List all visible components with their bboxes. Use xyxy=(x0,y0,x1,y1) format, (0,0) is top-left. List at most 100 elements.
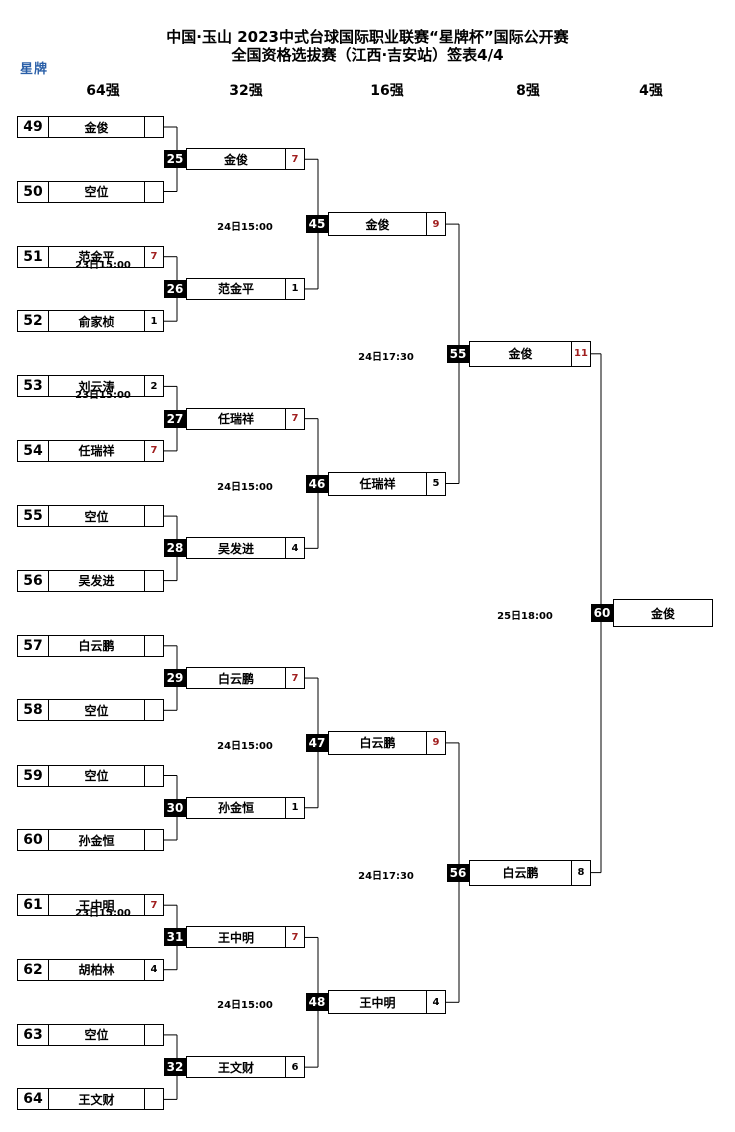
player-name: 金俊 xyxy=(223,152,248,167)
r64-slot: 49 金俊 xyxy=(17,116,164,138)
r32-slot: 孙金恒 1 xyxy=(186,796,305,819)
score-cell: 5 xyxy=(426,472,445,495)
match-number-badge: 60 xyxy=(591,604,613,623)
score-cell: 7 xyxy=(285,149,304,170)
seed-number: 63 xyxy=(18,1024,49,1045)
score-cell xyxy=(144,1024,163,1045)
player-name: 空位 xyxy=(84,1028,109,1043)
seed-number: 49 xyxy=(18,117,49,137)
r8-slot: 白云鹏 8 xyxy=(469,859,591,886)
r64-slot: 58 空位 xyxy=(17,699,164,722)
score-cell: 1 xyxy=(285,278,304,299)
match-number-badge: 48 xyxy=(306,993,328,1012)
score-cell xyxy=(144,765,163,786)
score-cell xyxy=(144,700,163,721)
player-name: 金俊 xyxy=(650,606,675,621)
seed-number: 53 xyxy=(18,376,49,397)
match-time: 24日17:30 xyxy=(358,351,414,363)
seed-number: 56 xyxy=(18,570,49,591)
match-number-badge: 32 xyxy=(164,1058,186,1077)
r64-slot: 56 吴发进 xyxy=(17,569,164,592)
score-cell: 4 xyxy=(144,959,163,980)
title-line-1: 中国·玉山 2023中式台球国际职业联赛“星牌杯”国际公开赛 xyxy=(166,28,569,46)
score-cell: 1 xyxy=(285,797,304,818)
score-cell: 7 xyxy=(144,895,163,916)
r64-slot: 53 刘云涛 2 xyxy=(17,375,164,398)
score-cell: 8 xyxy=(571,860,590,885)
player-name: 空位 xyxy=(84,509,109,524)
player-name: 范金平 xyxy=(78,250,115,265)
seed-number: 58 xyxy=(18,700,49,721)
score-cell xyxy=(144,570,163,591)
match-time: 24日15:00 xyxy=(217,1000,273,1012)
score-cell: 7 xyxy=(285,408,304,429)
score-cell: 4 xyxy=(285,538,304,559)
score-cell xyxy=(144,635,163,656)
player-name: 俞家桢 xyxy=(78,314,115,329)
player-name: 任瑞祥 xyxy=(217,412,254,427)
player-name: 吴发进 xyxy=(78,574,115,589)
score-cell xyxy=(144,1089,163,1110)
round-header-4: 4强 xyxy=(639,83,663,99)
player-name: 金俊 xyxy=(508,347,533,362)
match-number-badge: 45 xyxy=(306,215,328,234)
r32-slot: 金俊 7 xyxy=(186,148,305,171)
score-cell xyxy=(144,117,163,137)
r32-slot: 王文财 6 xyxy=(186,1056,305,1079)
match-time: 24日15:00 xyxy=(217,222,273,234)
player-name: 金俊 xyxy=(84,120,109,135)
match-time: 23日15:00 xyxy=(75,908,131,920)
round-header-32: 32强 xyxy=(229,83,263,99)
player-name: 孙金恒 xyxy=(78,833,115,848)
seed-number: 51 xyxy=(18,246,49,267)
title-line-2: 全国资格选拔赛（江西·吉安站）签表4/4 xyxy=(231,46,504,64)
match-time: 24日15:00 xyxy=(217,481,273,493)
score-cell: 9 xyxy=(426,213,445,236)
player-name: 王中明 xyxy=(217,930,254,945)
player-name: 白云鹏 xyxy=(502,866,539,881)
r64-slot: 59 空位 xyxy=(17,764,164,787)
score-cell: 6 xyxy=(285,1057,304,1078)
player-name: 王文财 xyxy=(217,1060,254,1075)
player-name: 空位 xyxy=(84,185,109,199)
player-name: 胡柏林 xyxy=(78,963,115,978)
player-name: 吴发进 xyxy=(217,541,254,556)
round-header-8: 8强 xyxy=(516,83,540,99)
player-name: 刘云涛 xyxy=(78,379,115,394)
player-name: 空位 xyxy=(84,769,109,783)
score-cell: 4 xyxy=(426,991,445,1014)
match-time: 25日18:00 xyxy=(497,611,553,623)
score-cell: 7 xyxy=(285,927,304,948)
seed-number: 64 xyxy=(18,1089,49,1110)
player-name: 王文财 xyxy=(78,1092,115,1107)
r64-slot: 63 空位 xyxy=(17,1023,164,1046)
match-number-badge: 47 xyxy=(306,733,328,752)
score-cell: 2 xyxy=(144,376,163,397)
seed-number: 55 xyxy=(18,506,49,527)
player-name: 空位 xyxy=(84,703,109,718)
seed-number: 60 xyxy=(18,830,49,850)
player-name: 金俊 xyxy=(365,217,390,232)
match-number-badge: 26 xyxy=(164,279,186,298)
match-number-badge: 46 xyxy=(306,474,328,493)
match-time: 24日15:00 xyxy=(217,740,273,752)
seed-number: 57 xyxy=(18,635,49,656)
seed-number: 61 xyxy=(18,895,49,916)
match-time: 24日17:30 xyxy=(358,870,414,882)
player-name: 孙金恒 xyxy=(217,801,254,816)
r32-slot: 王中明 7 xyxy=(186,926,305,949)
round-header-64: 64强 xyxy=(86,83,120,99)
seed-number: 59 xyxy=(18,765,49,786)
match-number-badge: 27 xyxy=(164,409,186,428)
r32-slot: 任瑞祥 7 xyxy=(186,407,305,430)
